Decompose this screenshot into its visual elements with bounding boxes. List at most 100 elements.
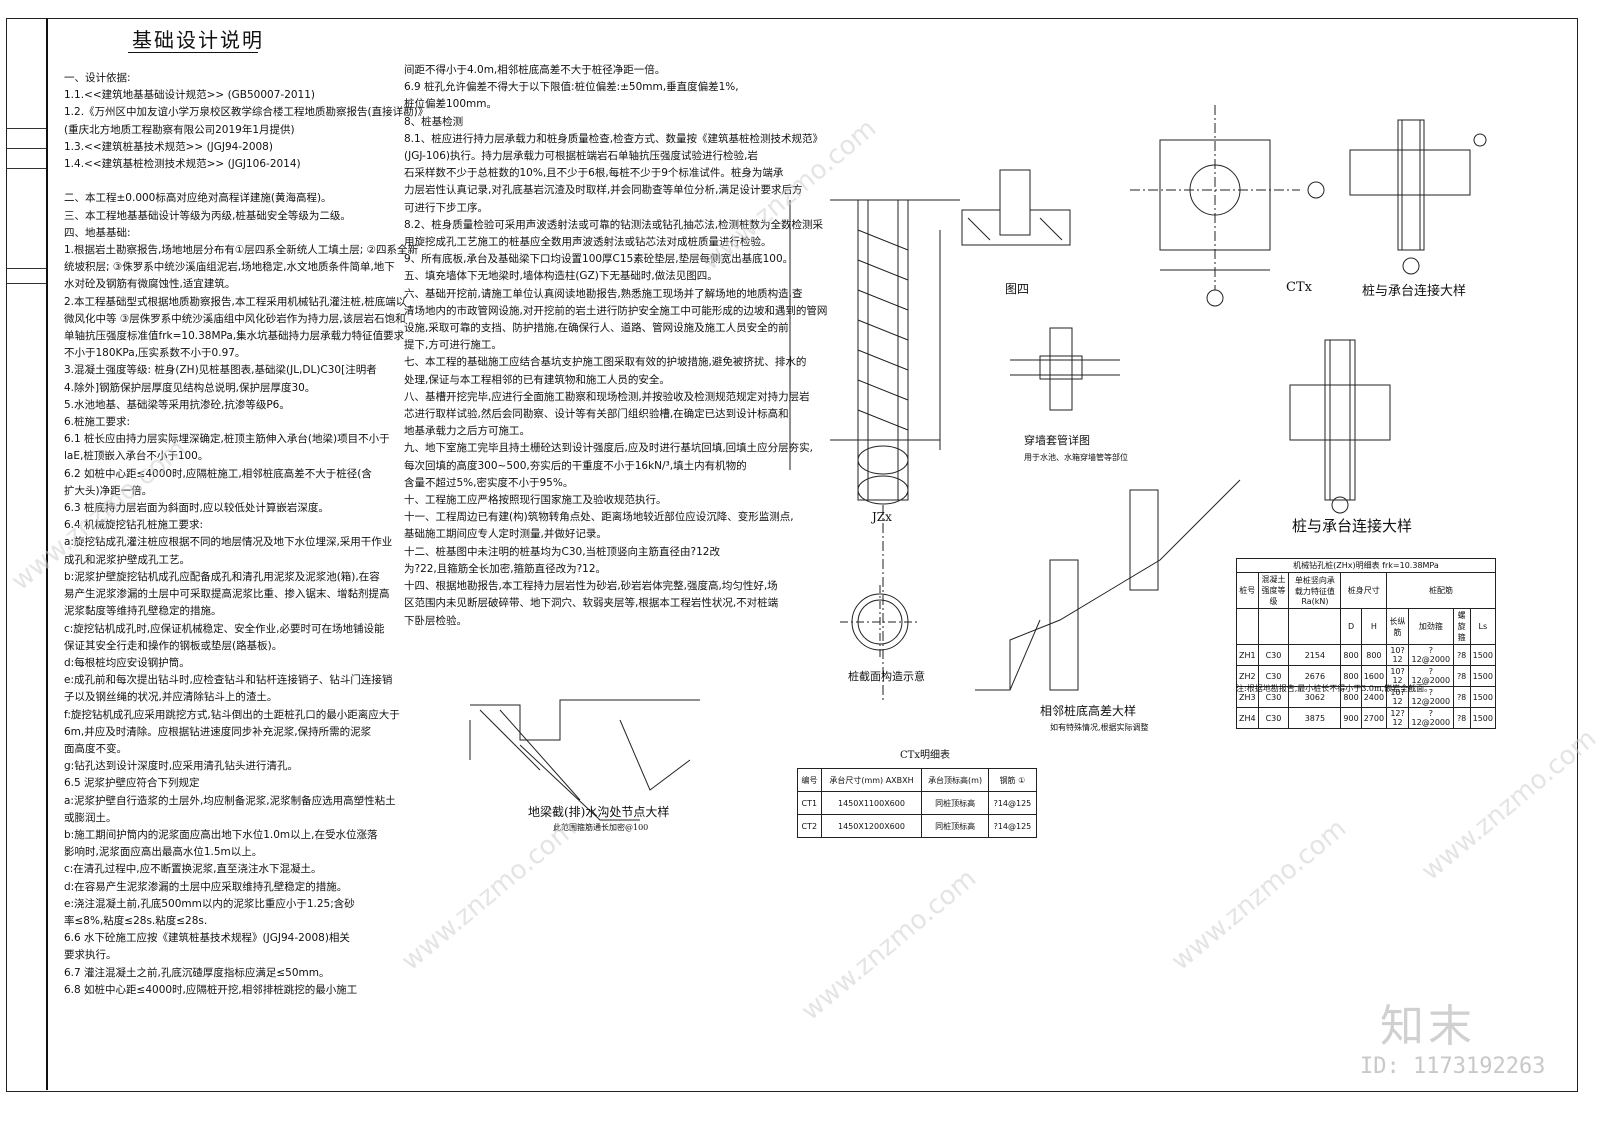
ctx-caption: CTx [1286, 280, 1312, 295]
note-line: a:旋挖钻成孔灌注桩应根据不同的地层情况及地下水位埋深,采用干作业 [64, 536, 393, 549]
table-subheader: 螺旋箍 [1452, 608, 1471, 645]
note-line: 子以及钢丝绳的状况,并应清除钻斗上的渣土。 [64, 691, 278, 704]
note-line: 8、桩基检测 [404, 115, 464, 128]
pile-elevation-drawing [789, 199, 960, 700]
note-line: 清场地内的市政管网设施,对开挖前的岩土进行防护安全施工中可能形成的边坡和遇到的管… [404, 304, 828, 317]
note-line: c:旋挖钻机成孔时,应保证机械稳定、安全作业,必要时可在场地铺设能 [64, 622, 385, 635]
note-line: 为?22,且箍筋全长加密,箍筋直径改为?12。 [404, 562, 607, 575]
table-subheader: Ls [1469, 608, 1497, 645]
note-line: 6.5 泥浆护壁应符合下列规定 [64, 777, 200, 790]
note-line: 下卧层检验。 [404, 614, 467, 627]
note-line: 统坡积层; ③侏罗系中统沙溪庙组泥岩,场地稳定,水文地质条件简单,地下 [64, 261, 395, 274]
table-cell: 12?12 [1386, 707, 1410, 729]
table-cell: ZH4 [1236, 707, 1259, 729]
ditch-note: 此范围箍筋通长加密@100 [553, 823, 649, 832]
adjacent-note: 如有特殊情况,根据实际调整 [1050, 723, 1149, 732]
note-line: (JGJ-106)执行。持力层承载力可根据桩端岩石单轴抗压强度试验进行检验,岩 [404, 150, 758, 163]
table-header: 桩号 [1236, 572, 1259, 609]
note-line: 率≤8%,粘度≤28s.粘度≤28s. [64, 914, 208, 927]
adjacent-caption: 相邻桩底高差大样 [1040, 704, 1137, 718]
note-line: e:成孔前和每次提出钻斗时,应检查钻斗和钻杆连接销子、钻斗门连接销 [64, 674, 393, 687]
note-line: 4.除外]钢筋保护层厚度见结构总说明,保护层厚度30。 [64, 381, 316, 394]
note-line: 石采样数不少于总桩数的10%,且不少于6根,每桩不少于9个标准试件。桩身为端承 [404, 167, 784, 180]
table-cell: 900 [1340, 707, 1362, 729]
table-cell: C30 [1257, 644, 1290, 666]
table-cell: CT2 [797, 814, 822, 838]
table-subheader: D [1340, 608, 1362, 645]
note-line: 6.桩施工要求: [64, 416, 131, 429]
fig4-drawing [961, 169, 1071, 246]
sleeve-detail-drawing [1010, 327, 1120, 411]
note-line: 不小于180KPa,压实系数不小于0.97。 [64, 347, 246, 360]
note-line: (重庆北方地质工程勘察有限公司2019年1月提供) [64, 123, 295, 136]
table-cell: 1500 [1469, 644, 1497, 666]
pile-section-caption: 桩截面构造示意 [848, 670, 925, 683]
note-line: 基础施工期间应专人定时测量,并做好记录。 [404, 528, 607, 541]
note-line: 6.2 如桩中心距≤4000时,应隔桩施工,相邻桩底高差不大于桩径(含 [64, 467, 372, 480]
note-line: 易产生泥浆渗漏的土层中可采取提高泥浆比重、掺入锯末、增黏剂提高 [64, 588, 390, 601]
brand-logo: 知末 [1380, 1001, 1476, 1052]
note-line: 八、基槽开挖完毕,应进行全面施工勘察和现场检测,并按验收及检测规范规定对持力层岩 [404, 390, 810, 403]
note-line: 芯进行取样试验,然后会同勘察、设计等有关部门组织验槽,在确定已达到设计标高和 [404, 408, 789, 421]
pile-cap-caption-1: 桩与承台连接大样 [1362, 284, 1467, 299]
table-header: 单桩竖向承载力特征值Ra(kN) [1288, 572, 1342, 609]
notes-column-2: 间距不得小于4.0m,相邻桩底高差不大于桩径净距一倍。 6.9 桩孔允许偏差不得大… [404, 62, 827, 630]
table-cell: ?12@2000 [1408, 644, 1454, 666]
note-line: 6.4 机械旋挖钻孔桩施工要求: [64, 519, 204, 532]
pile-section-drawing [840, 585, 920, 660]
table-cell: ?8 [1452, 686, 1471, 708]
outer-frame [6, 18, 1578, 1092]
note-line: 三、本工程地基基础设计等级为丙级,桩基础安全等级为二级。 [64, 209, 351, 222]
id-text: ID: 1173192263 [1360, 1054, 1546, 1079]
page-title: 基础设计说明 [132, 28, 264, 52]
table-cell: C30 [1257, 707, 1290, 729]
note-line: 水对砼及钢筋有微腐蚀性,适宜建筑。 [64, 278, 236, 291]
table-subheader [1236, 608, 1259, 645]
note-line: 影响时,泥浆面应高出最高水位1.5m以上。 [64, 846, 263, 859]
note-line: 十、工程施工应严格按照现行国家施工及验收规范执行。 [404, 494, 667, 507]
note-line: 二、本工程±0.000标高对应绝对高程详建施(黄海高程)。 [64, 192, 332, 205]
note-line: 6.3 桩底持力层岩面为斜面时,应以较低处计算嵌岩深度。 [64, 502, 329, 515]
note-line: 9、所有底板,承台及基础梁下口均设置100厚C15素砼垫层,垫层每侧宽出基底10… [404, 253, 794, 266]
table-cell: 800 [1360, 644, 1388, 666]
note-line: a:泥浆护壁自行造浆的土层外,均应制备泥浆,泥浆制备应选用高塑性粘土 [64, 794, 396, 807]
sleeve-note: 用于水池、水箱穿墙管等部位 [1024, 453, 1128, 462]
note-line: d:在容易产生泥浆渗漏的土层中应采取维持孔壁稳定的措施。 [64, 880, 348, 893]
note-line: 6.9 桩孔允许偏差不得大于以下限值:桩位偏差:±50mm,垂直度偏差1%, [404, 81, 739, 94]
table-header: 桩配筋 [1386, 572, 1496, 609]
pile-cap-detail-1 [1349, 119, 1487, 275]
note-line: b:施工期间护筒内的泥浆面应高出地下水位1.0m以上,在受水位涨落 [64, 828, 378, 841]
note-line: 或膨润土。 [64, 811, 117, 824]
sleeve-caption: 穿墙套管详图 [1024, 434, 1090, 447]
table-cell: 1450X1200X600 [820, 814, 923, 838]
note-line: 六、基础开挖前,请施工单位认真阅读地勘报告,熟悉施工现场并了解场地的地质构造,查 [404, 287, 803, 300]
table-header: 混凝土强度等级 [1257, 572, 1290, 609]
table-header: 承台顶标高(m) [921, 768, 989, 792]
note-line: 十二、桩基图中未注明的桩基均为C30,当桩顶竖向主筋直径由?12改 [404, 545, 720, 558]
table-subheader: 长纵筋 [1386, 608, 1410, 645]
note-line: 1.4.<<建筑基桩检测技术规范>> (JGJ106-2014) [64, 158, 301, 171]
note-line: 提下,方可进行施工。 [404, 339, 502, 352]
table-header: 钢筋 ① [987, 768, 1038, 792]
note-line: 十四、根据地勘报告,本工程持力层岩性为砂岩,砂岩岩体完整,强度高,均匀性好,场 [404, 580, 778, 593]
notes-column-1: 一、设计依据:1.1.<<建筑地基基础设计规范>> (GB50007-2011)… [64, 70, 428, 999]
note-line: 泥浆黏度等维持孔壁稳定的措施。 [64, 605, 222, 618]
table-cell: 1500 [1469, 665, 1497, 687]
table-cell: ?12@2000 [1408, 707, 1454, 729]
table-header: 编号 [797, 768, 822, 792]
note-line: 6.8 如桩中心距≤4000时,应隔桩开挖,相邻排桩跳挖的最小施工 [64, 983, 358, 996]
note-line: 要求执行。 [64, 949, 117, 962]
note-line: 一、设计依据: [64, 72, 131, 84]
note-line: laE,桩顶嵌入承台不小于100。 [64, 450, 209, 463]
table-cell: 同桩顶标高 [921, 814, 989, 838]
note-line: 十一、工程周边已有建(构)筑物转角点处、距离场地较近部位应设沉降、变形监测点, [404, 511, 794, 524]
note-line: 6.1 桩长应由持力层实际埋深确定,桩顶主筋伸入承台(地梁)项目不小于 [64, 433, 390, 446]
note-line: 用旋挖成孔工艺施工的桩基应全数用声波透射法或钻芯法对成桩质量进行检验。 [404, 236, 772, 249]
note-line: 间距不得小于4.0m,相邻桩底高差不大于桩径净距一倍。 [404, 64, 666, 76]
